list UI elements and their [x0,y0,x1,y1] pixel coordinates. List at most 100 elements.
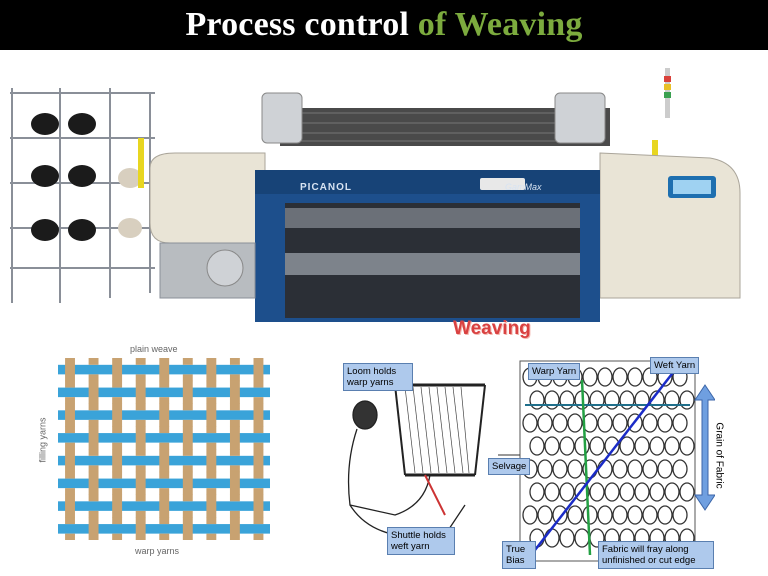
warp-yarn [88,517,99,540]
fabric-loop [574,482,590,502]
fabric-loop [604,390,620,410]
warp-yarn [253,426,264,434]
warp-yarn [182,510,193,518]
warp-yarn [65,358,75,382]
fabric-loop [649,390,665,410]
warp-yarn [112,517,123,525]
fabric-loop [559,482,575,502]
warp-yarn [159,533,170,540]
warp-yarn [135,494,146,502]
fabric-loop [567,459,583,479]
fabric-loop [559,528,575,548]
fabric-loop [604,436,620,456]
fabric-loop [657,459,673,479]
fabric-loop [589,482,605,502]
fabric-loop [627,505,643,525]
fabric-loop [582,367,598,387]
warp-yarn [88,403,99,411]
warp-yarn [229,517,240,540]
warp-yarn [159,358,170,382]
warp-yarn [159,426,170,434]
warp-yarn [112,358,123,382]
warp-yarn [159,442,170,450]
fabric-loop [559,436,575,456]
warp-yarn [88,471,99,495]
fabric-loop [552,505,568,525]
fabric-loop [664,482,680,502]
warp-yarn [88,465,99,473]
warp-yarn [182,380,193,404]
warp-yarn [88,374,99,382]
fabric-loop [567,505,583,525]
warp-yarn [135,380,146,404]
warp-yarn [182,374,193,382]
warp-yarn [253,533,264,540]
fabric-loop [672,413,688,433]
warp-yarn [229,380,240,404]
fabric-loop [657,505,673,525]
warp-yarn [206,488,217,495]
warp-yarn [253,442,264,450]
warp-yarn [112,380,123,388]
fabric-loop [679,436,695,456]
warp-yarn [182,358,193,365]
warp-yarn [182,494,193,502]
fabric-loop [597,367,613,387]
fabric-loop [619,390,635,410]
warp-yarn [253,488,264,495]
warp-yarn [206,397,217,404]
fabric-loop [567,413,583,433]
fabric-loop [679,482,695,502]
warp-yarn [229,465,240,473]
fabric-loop [634,436,650,456]
warp-yarn [65,426,75,434]
warp-yarn [88,358,99,365]
warp-yarn [253,397,264,404]
warp-yarn [206,442,217,450]
filling-yarns-label: filling yarns [37,417,48,463]
fabric-loop [627,459,643,479]
weaving-label: Weaving [453,318,531,339]
fabric-loop [634,390,650,410]
warp-yarn [112,397,123,404]
warp-yarn [135,465,146,473]
selvage-label: Selvage [488,458,531,475]
warp-yarn [253,380,264,388]
hand-loom-diagram: Loom holds warp yarns Shuttle holds weft… [335,355,505,565]
warp-yarn [229,419,240,427]
fabric-loop [582,505,598,525]
fabric-loop [672,459,688,479]
warp-yarn [206,449,217,473]
warp-yarn [112,533,123,540]
warp-yarn [135,374,146,382]
warp-yarn [159,494,170,518]
fabric-loop [649,436,665,456]
plain-weave-diagram: plain weave filling yarns warp yarns [37,340,290,565]
warp-yarn [206,533,217,540]
warp-yarn [135,358,146,365]
warp-yarn [65,471,75,479]
fray-edge-label: Fabric will fray along unfinished or cut… [598,541,714,569]
true-bias-line [534,369,676,551]
fabric-loop [627,367,643,387]
fabric-loop [529,390,545,410]
warp-yarn [65,380,75,388]
fabric-loop [529,482,545,502]
fabric-loop [597,505,613,525]
fabric-loop [672,505,688,525]
fabric-loop [612,413,628,433]
right-housing [599,152,741,299]
weft-yarn [58,387,270,398]
fabric-loop [657,413,673,433]
warp-yarn [206,403,217,427]
safety-pole-left [138,138,144,188]
weaver-figure [347,428,431,516]
weft-yarn [58,478,270,489]
fabric-loop [619,482,635,502]
warp-yarn [229,494,240,502]
loom-holds-warp-label: Loom holds warp yarns [343,363,413,391]
fabric-loop [589,390,605,410]
plain-weave-title: plain weave [130,344,178,354]
warp-yarn [112,403,123,427]
fabric-loop [559,390,575,410]
